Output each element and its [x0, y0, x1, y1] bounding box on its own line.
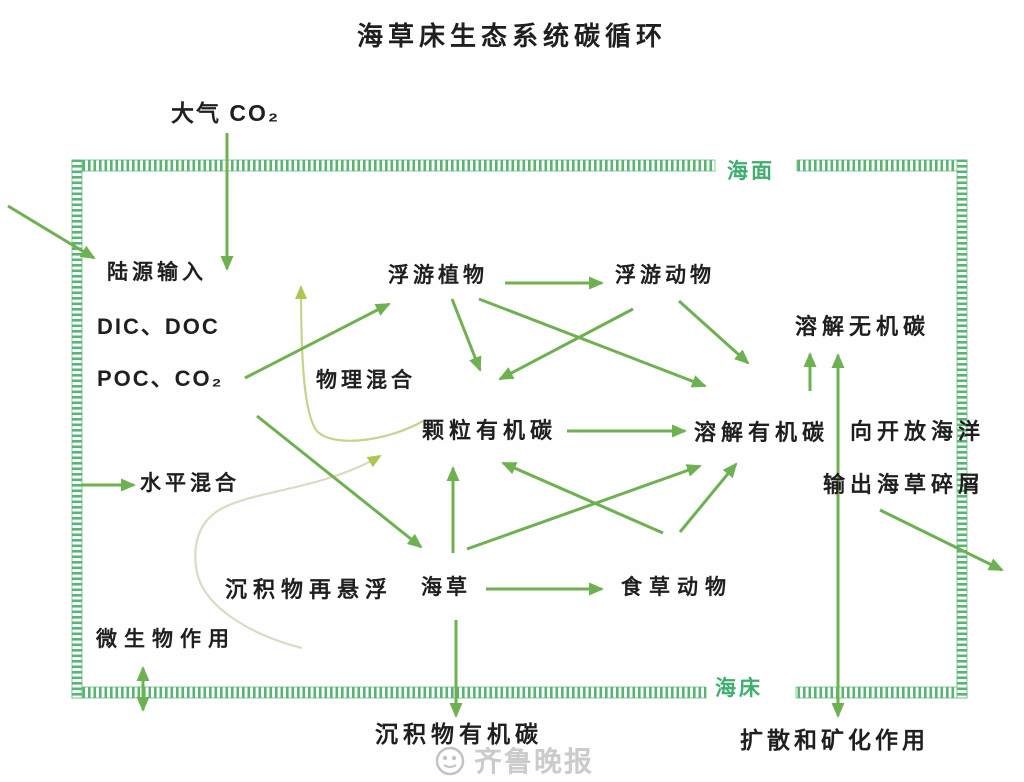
label-sea-surface: 海面 [727, 160, 775, 183]
boundary-bottom-right-segment [795, 686, 968, 699]
node-phytoplankton: 浮游植物 [388, 264, 488, 287]
arrow-seagrass-to-doc [466, 464, 702, 551]
watermark-text: 齐鲁晚报 [474, 746, 595, 777]
boundary-top-left-segment [71, 159, 716, 172]
watermark: 齐鲁晚报 [432, 740, 594, 780]
arrow-export-debris-to-open-ocean [879, 508, 1004, 572]
node-dic-doc: DIC、DOC [97, 314, 220, 339]
node-sediment-resuspension: 沉积物再悬浮 [225, 577, 394, 602]
flow-arrows [7, 133, 1004, 718]
node-diffusion-mineralization: 扩散和矿化作用 [740, 727, 929, 753]
label-export-seagrass-debris: 输出海草碎屑 [823, 472, 986, 497]
node-sediment-organic-carbon: 沉积物有机碳 [375, 721, 543, 747]
mixing-curves [194, 285, 424, 650]
node-dissolved-inorganic-carbon: 溶解无机碳 [795, 314, 931, 339]
label-to-open-ocean: 向开放海洋 [850, 419, 986, 444]
label-seabed: 海床 [715, 677, 763, 700]
curve-sediment-resuspension-to-poc [194, 454, 382, 650]
node-herbivores: 食草动物 [621, 576, 733, 599]
curve-physical-mixing-upwelling [295, 285, 424, 442]
boundary-right-segment [956, 159, 968, 699]
arrow-mixing-to-seagrass [256, 414, 423, 549]
node-physical-mixing: 物理混合 [316, 369, 416, 392]
node-land-input: 陆源输入 [107, 261, 207, 284]
qilu-logo-icon [435, 746, 465, 776]
node-dissolved-organic-carbon: 溶解有机碳 [694, 420, 830, 445]
arrow-zooplankton-to-doc [677, 299, 750, 365]
node-seagrass: 海草 [421, 576, 471, 599]
arrow-herbivores-to-doc [678, 462, 738, 533]
arrow-zooplankton-to-poc [498, 307, 634, 381]
boundary-left-segment [71, 159, 83, 699]
node-horizontal-mixing: 水平混合 [140, 472, 240, 495]
node-poc-co2: POC、CO₂ [97, 366, 224, 391]
node-particulate-organic-carbon: 颗粒有机碳 [422, 418, 558, 443]
sea-boundary-box [71, 159, 968, 699]
node-microbial-action: 微生物作用 [96, 628, 236, 651]
arrow-phytoplankton-to-doc [478, 297, 707, 388]
node-atmospheric-co2: 大气 CO₂ [171, 100, 281, 126]
boundary-top-right-segment [796, 159, 968, 172]
arrow-poc-co2-to-phytoplankton [244, 302, 391, 380]
node-zooplankton: 浮游动物 [615, 264, 715, 287]
arrow-phytoplankton-to-poc [450, 298, 482, 372]
arrow-land-to-land-input [7, 204, 96, 260]
boundary-bottom-left-segment [71, 686, 707, 699]
arrow-herbivores-to-poc [501, 461, 664, 535]
page-title: 海草床生态系统碳循环 [356, 21, 668, 51]
